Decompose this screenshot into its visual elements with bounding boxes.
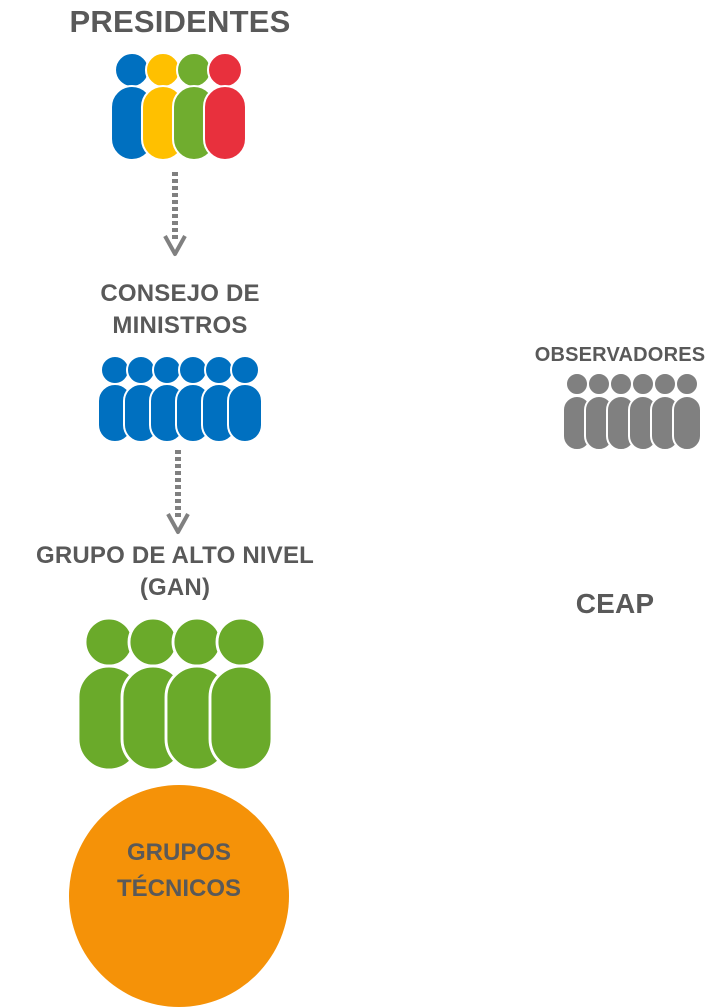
grupos-label-line2: TÉCNICOS xyxy=(116,875,241,902)
grupos-label-line1: GRUPOS xyxy=(126,839,231,866)
person-head xyxy=(113,52,151,89)
person-head xyxy=(609,372,633,396)
consejo-title-line1: CONSEJO DE xyxy=(100,280,260,307)
person-figure xyxy=(672,372,702,451)
gan-title: GRUPO DE ALTO NIVEL (GAN) xyxy=(0,540,350,604)
gan-title-line2: (GAN) xyxy=(139,574,211,601)
gan-title-line1: GRUPO DE ALTO NIVEL xyxy=(35,542,315,569)
person-figure xyxy=(208,616,274,772)
person-head xyxy=(127,616,179,668)
person-figure xyxy=(584,372,614,451)
person-figure xyxy=(227,355,263,443)
person-head xyxy=(144,52,182,89)
person-head xyxy=(204,355,234,385)
presidentes-people-icon xyxy=(110,52,248,162)
presidentes-title: PRESIDENTES xyxy=(69,4,291,39)
person-figure xyxy=(562,372,592,451)
person-head xyxy=(215,616,267,668)
person-figure xyxy=(606,372,636,451)
observadores-people-icon xyxy=(562,372,702,451)
consejo-people-icon xyxy=(98,355,263,443)
person-body xyxy=(672,395,702,451)
observadores-title: OBSERVADORES xyxy=(534,344,706,366)
ceap-title: CEAP xyxy=(575,588,655,619)
arrow-presidentes-to-consejo xyxy=(163,172,187,256)
person-head xyxy=(178,355,208,385)
person-head xyxy=(152,355,182,385)
person-figure xyxy=(202,52,248,162)
grupos-tecnicos-ellipse xyxy=(69,785,289,1007)
person-head xyxy=(175,52,213,89)
person-head xyxy=(230,355,260,385)
person-head xyxy=(126,355,156,385)
person-head xyxy=(675,372,699,396)
consejo-title-line2: MINISTROS xyxy=(112,312,248,339)
person-body xyxy=(227,383,263,443)
consejo-ministros-title: CONSEJO DE MINISTROS xyxy=(60,278,300,342)
person-head xyxy=(100,355,130,385)
person-figure xyxy=(650,372,680,451)
person-body xyxy=(208,664,274,772)
person-body xyxy=(202,84,248,162)
person-head xyxy=(83,616,135,668)
arrow-consejo-to-gan xyxy=(166,450,190,534)
person-head xyxy=(587,372,611,396)
person-head xyxy=(565,372,589,396)
person-head xyxy=(653,372,677,396)
person-head xyxy=(631,372,655,396)
gan-people-icon xyxy=(78,616,274,772)
person-figure xyxy=(628,372,658,451)
person-head xyxy=(206,52,244,89)
person-head xyxy=(171,616,223,668)
grupos-tecnicos-label: GRUPOS TÉCNICOS xyxy=(69,835,289,907)
